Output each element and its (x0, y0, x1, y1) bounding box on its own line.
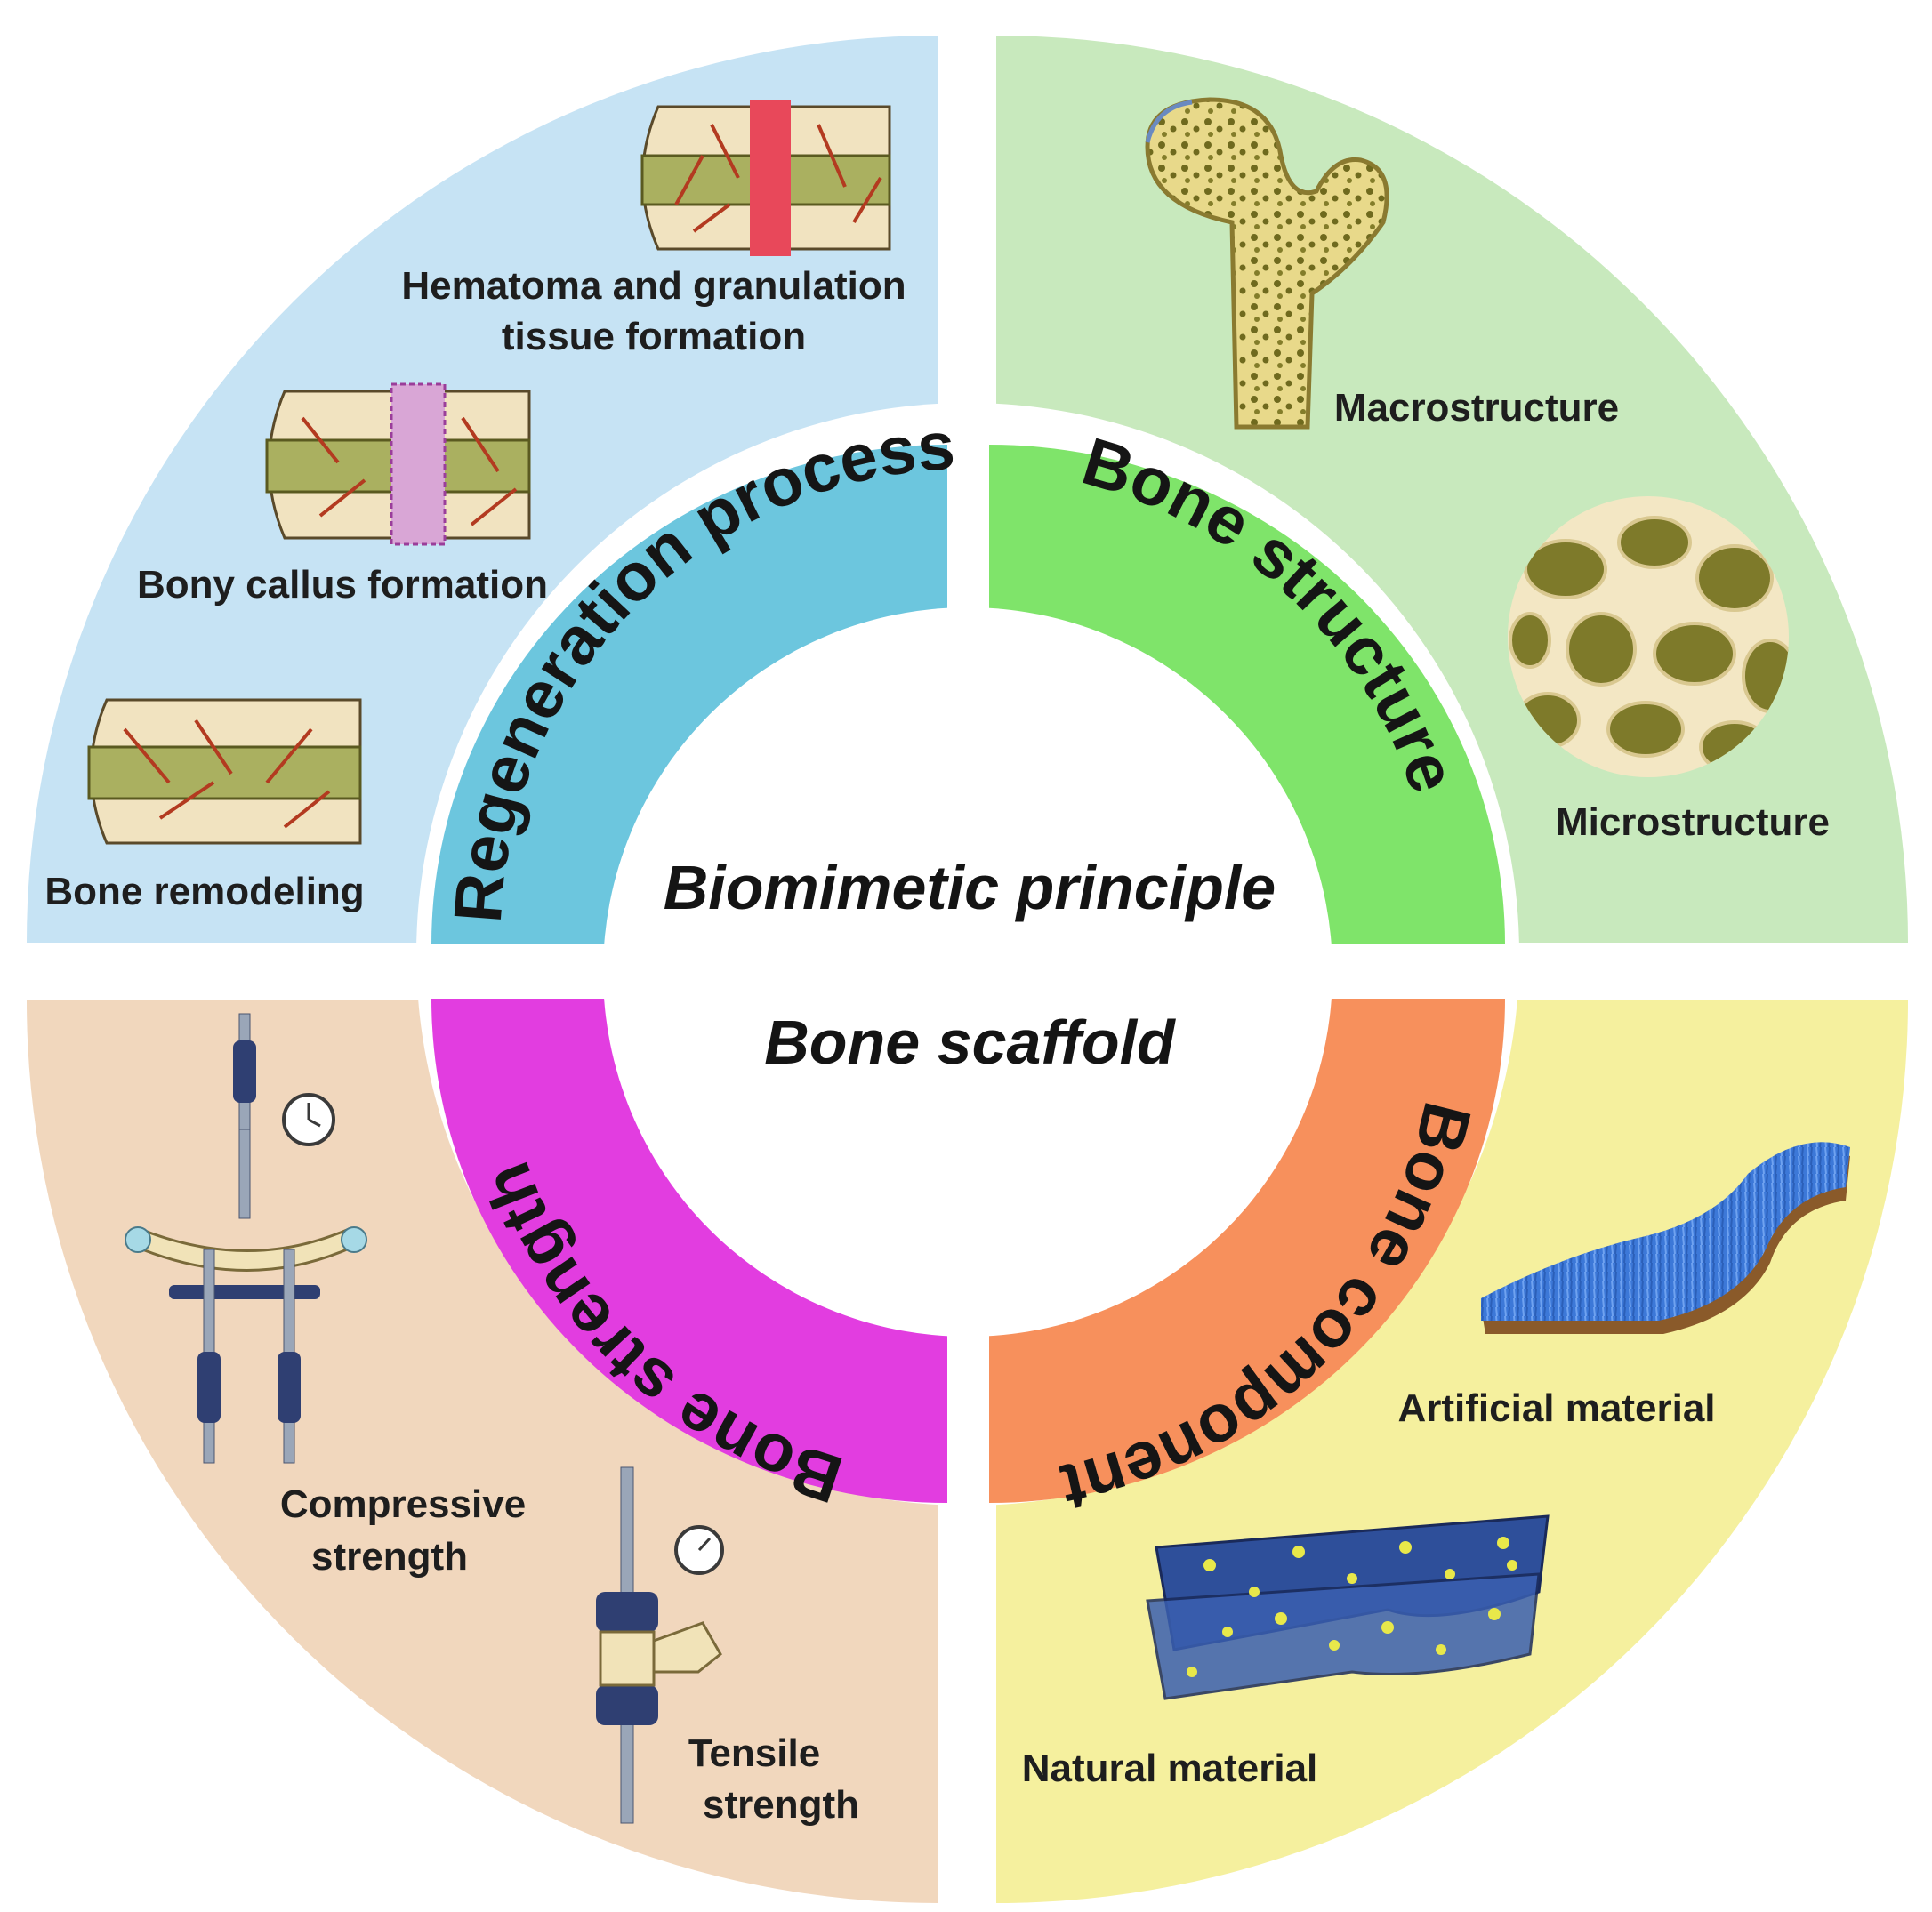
hematoma-bone-illustration (640, 100, 891, 256)
tensile-test-illustration (596, 1466, 722, 1824)
compressive-gauge-icon (282, 1093, 335, 1146)
femur-macrostructure-illustration (1145, 97, 1389, 430)
label-microstructure: Microstructure (1556, 800, 1830, 844)
center-disc (603, 607, 1332, 1337)
center-top-label: Biomimetic principle (664, 853, 1276, 922)
center-bottom-label: Bone scaffold (764, 1008, 1176, 1077)
compressive-test-illustration (125, 1013, 367, 1464)
remodeling-bone-illustration (87, 698, 362, 845)
label-tensile-line2: strength (703, 1783, 859, 1827)
artificial-material-illustration (1481, 1142, 1850, 1334)
callus-bone-illustration (265, 382, 531, 546)
label-tensile-line1: Tensile (688, 1731, 820, 1775)
natural-material-illustration (1146, 1514, 1550, 1700)
tensile-gauge-icon (674, 1525, 724, 1575)
label-hematoma-line2: tissue formation (502, 315, 806, 358)
label-natural-material: Natural material (1022, 1747, 1318, 1790)
label-hematoma-line1: Hematoma and granulation (401, 264, 906, 308)
microstructure-illustration (1508, 496, 1789, 777)
label-compressive-line2: strength (311, 1535, 468, 1579)
label-bony-callus: Bony callus formation (137, 563, 548, 607)
label-macrostructure: Macrostructure (1334, 386, 1619, 430)
label-artificial-material: Artificial material (1397, 1386, 1715, 1430)
label-bone-remodeling: Bone remodeling (44, 870, 364, 913)
label-compressive-line1: Compressive (280, 1482, 526, 1526)
